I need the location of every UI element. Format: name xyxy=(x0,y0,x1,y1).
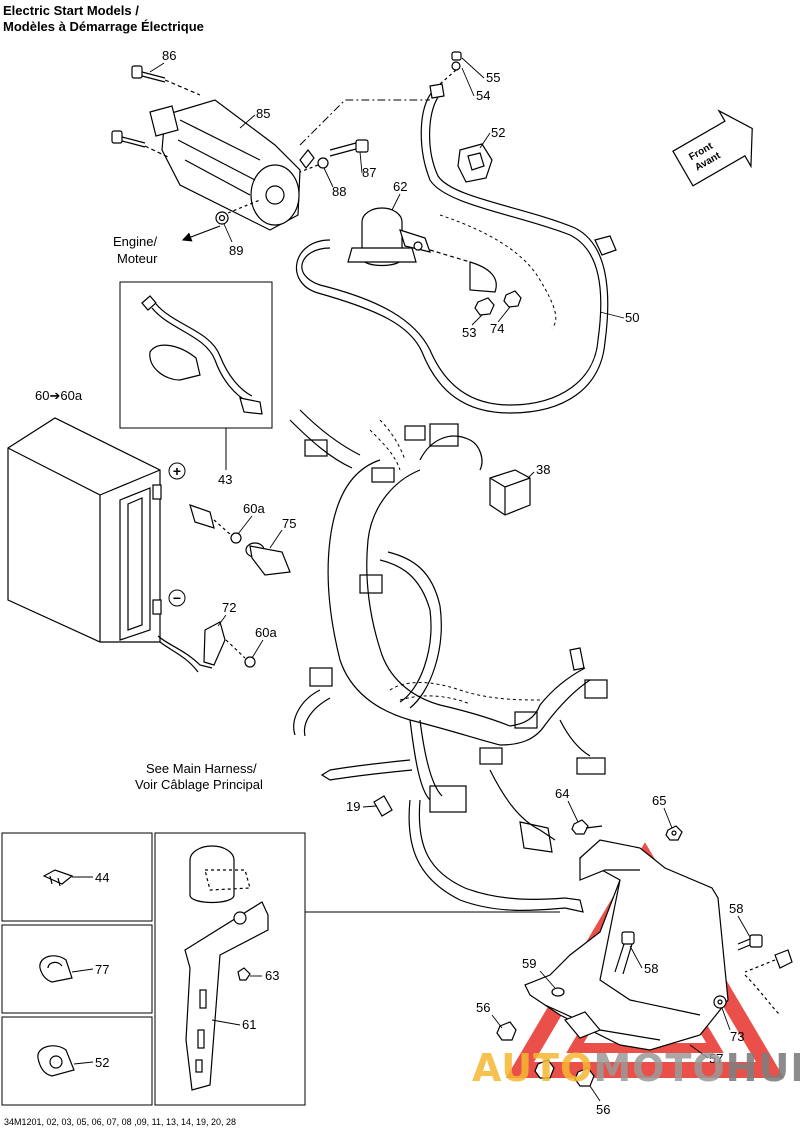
callout-54: 54 xyxy=(476,88,490,103)
fuse-44 xyxy=(42,869,74,887)
callout-77: 77 xyxy=(95,962,109,977)
relay-38 xyxy=(489,469,531,516)
plug-19 xyxy=(373,795,393,817)
washer-59 xyxy=(551,987,565,997)
callout-43: 43 xyxy=(218,472,232,487)
bolt-60a-upper xyxy=(189,504,242,544)
callouts: 86 85 55 54 52 87 88 62 89 50 53 74 60➔6… xyxy=(35,48,744,1117)
callout-60a-upper: 60a xyxy=(243,501,265,516)
callout-89: 89 xyxy=(229,243,243,258)
battery-cable-43 xyxy=(141,295,263,415)
callout-52-top: 52 xyxy=(491,125,505,140)
diagram-title-fr: Modèles à Démarrage Électrique xyxy=(3,19,204,34)
footer-model-codes: 34M1201, 02, 03, 05, 06, 07, 08 ,09, 11,… xyxy=(4,1117,237,1127)
engine-note-fr: Moteur xyxy=(117,251,158,266)
callout-56-left: 56 xyxy=(476,1000,490,1015)
svg-text:−: − xyxy=(173,590,181,606)
nut-74 xyxy=(503,290,522,308)
solenoid-62 xyxy=(347,207,497,293)
washer-89 xyxy=(215,199,261,225)
callout-leaders xyxy=(71,57,751,1102)
callout-58-right: 58 xyxy=(729,901,743,916)
callout-88: 88 xyxy=(332,184,346,199)
diagram-title-en: Electric Start Models / xyxy=(3,3,139,18)
callout-74: 74 xyxy=(490,321,504,336)
callout-87: 87 xyxy=(362,165,376,180)
watermark-part3: HUB xyxy=(725,1046,800,1090)
engine-note-en: Engine/ xyxy=(113,234,157,249)
terminal-cap-75 xyxy=(245,542,291,576)
callout-85: 85 xyxy=(256,106,270,121)
callout-44: 44 xyxy=(95,870,109,885)
minus-terminal-icon: − xyxy=(168,589,186,607)
callout-62: 62 xyxy=(393,179,407,194)
watermark-part1: AUTO xyxy=(472,1046,594,1090)
plus-terminal-icon: + xyxy=(168,462,186,480)
svg-text:+: + xyxy=(173,463,181,479)
watermark-text: AUTOMOTOHUB xyxy=(472,1046,800,1090)
callout-58-center: 58 xyxy=(644,961,658,976)
starter-cable-50 xyxy=(295,83,609,414)
bolt-64 xyxy=(571,819,603,835)
starter-motor xyxy=(149,99,315,231)
clip-52-inset xyxy=(37,1045,75,1077)
nut-65 xyxy=(665,825,683,841)
callout-19: 19 xyxy=(346,799,360,814)
washer-73 xyxy=(713,995,727,1009)
terminal-54-55 xyxy=(439,51,462,85)
leader-line xyxy=(299,99,430,146)
nut-53 xyxy=(474,297,495,316)
callout-38: 38 xyxy=(536,462,550,477)
callout-56-bottom: 56 xyxy=(596,1102,610,1117)
callout-60a-lower: 60a xyxy=(255,625,277,640)
engine-arrow xyxy=(181,225,221,242)
callout-57: 57 xyxy=(709,1051,723,1066)
bolt-58-center xyxy=(614,931,635,975)
ground-clip xyxy=(594,235,617,256)
battery-60 xyxy=(7,417,162,643)
front-arrow xyxy=(672,109,753,187)
watermark-part2: MOTO xyxy=(593,1046,726,1090)
harness-dashed-branches xyxy=(369,419,541,705)
callout-55: 55 xyxy=(486,70,500,85)
ground-cable-72 xyxy=(157,621,256,673)
harness-note-fr: Voir Câblage Principal xyxy=(135,777,263,792)
bolt-58-right xyxy=(737,934,793,1016)
inset-box-77 xyxy=(1,924,153,1014)
callout-63: 63 xyxy=(265,968,279,983)
callout-61: 61 xyxy=(242,1017,256,1032)
clip-77 xyxy=(39,955,73,983)
bracket-61 xyxy=(184,845,269,1091)
harness-note-en: See Main Harness/ xyxy=(146,761,257,776)
callout-72: 72 xyxy=(222,600,236,615)
callout-50: 50 xyxy=(625,310,639,325)
callout-52-inset: 52 xyxy=(95,1055,109,1070)
callout-60: 60➔60a xyxy=(35,388,83,403)
bolt-86 xyxy=(111,65,201,159)
callout-64: 64 xyxy=(555,786,569,801)
bolt-87 xyxy=(299,139,369,173)
clip-52 xyxy=(457,143,493,183)
callout-73: 73 xyxy=(730,1029,744,1044)
dashed-wire xyxy=(439,214,557,329)
callout-75: 75 xyxy=(282,516,296,531)
nut-56-left xyxy=(496,1021,517,1041)
bracket-73 xyxy=(524,839,729,1051)
inset-box-52 xyxy=(1,1016,153,1106)
callout-86: 86 xyxy=(162,48,176,63)
main-harness xyxy=(289,409,608,913)
callout-65: 65 xyxy=(652,793,666,808)
callout-53: 53 xyxy=(462,325,476,340)
callout-59: 59 xyxy=(522,956,536,971)
